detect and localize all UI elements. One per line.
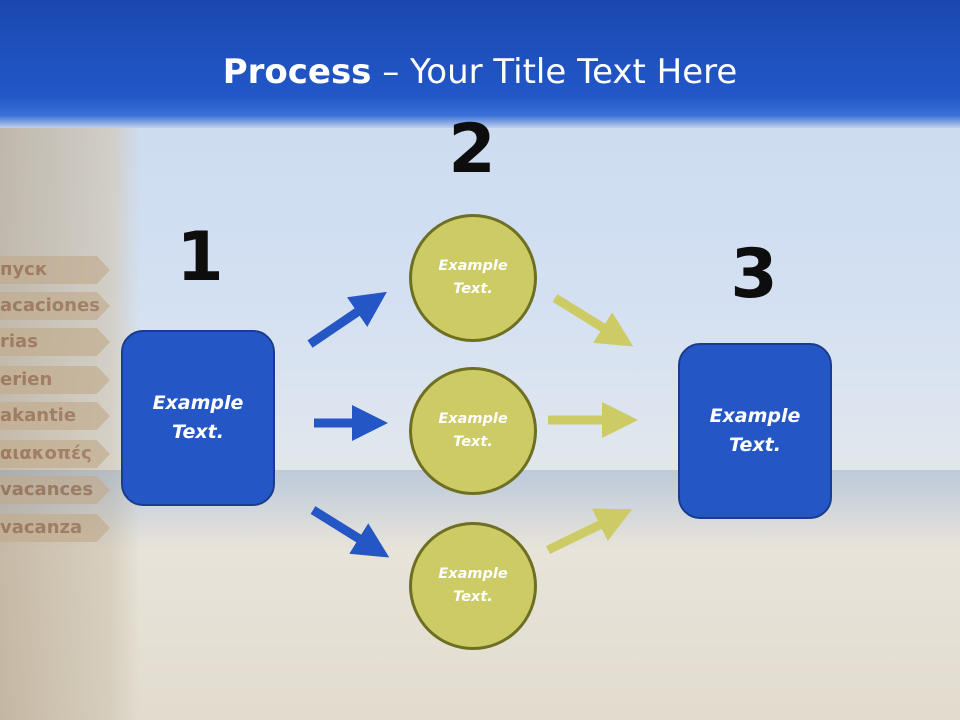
sign: αιακοπές <box>0 440 110 468</box>
sign: пуск <box>0 256 110 284</box>
step-3-box: Example Text. <box>678 343 832 519</box>
step-2-circle-middle: Example Text. <box>409 367 537 495</box>
sign: vacanza <box>0 514 110 542</box>
step-1-box: Example Text. <box>121 330 275 506</box>
arrow-blue-down <box>310 506 390 558</box>
title-bar <box>0 0 960 128</box>
sign: vacances <box>0 476 110 504</box>
step-number-1: 1 <box>176 218 224 297</box>
step-number-3: 3 <box>730 235 778 314</box>
sign: akantie <box>0 402 110 430</box>
arrow-olive-down <box>552 294 634 347</box>
step-number-2: 2 <box>448 110 496 189</box>
sign: erien <box>0 366 110 394</box>
sign: rias <box>0 328 110 356</box>
step-2-circle-bottom: Example Text. <box>409 522 537 650</box>
arrow-blue-up <box>307 291 387 348</box>
arrow-olive-up <box>546 508 633 555</box>
sign: acaciones <box>0 292 110 320</box>
slide-title: Process – Your Title Text Here <box>222 52 738 92</box>
step-2-circle-top: Example Text. <box>409 214 537 342</box>
